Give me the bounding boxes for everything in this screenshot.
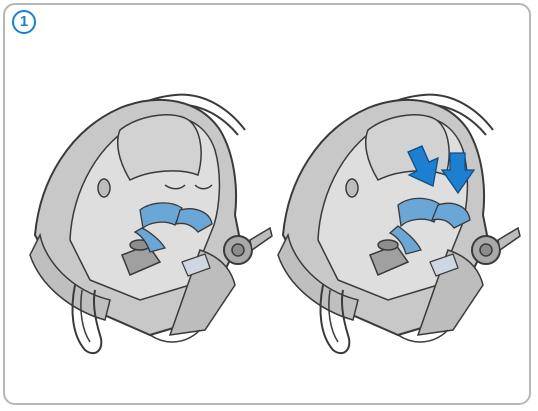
car-seat-right [278,95,520,353]
car-seat-left [30,95,272,353]
